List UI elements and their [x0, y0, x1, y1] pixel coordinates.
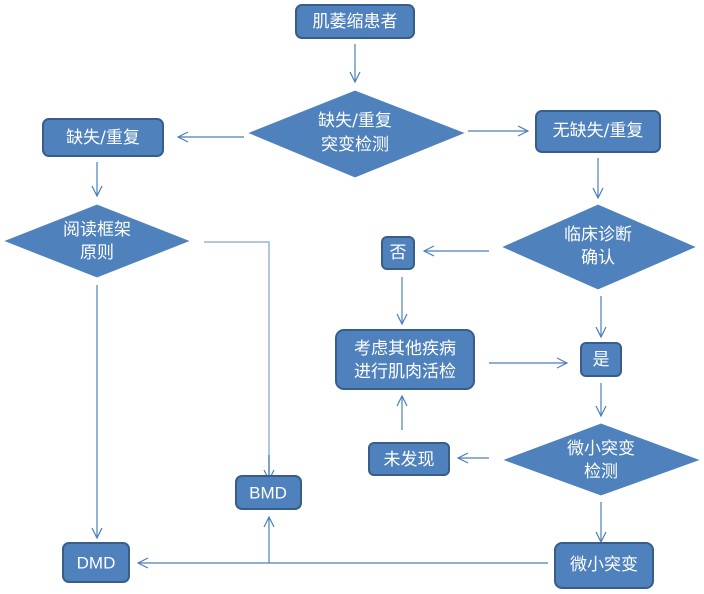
node-dmd-label: DMD [77, 554, 116, 573]
node-micro-test[interactable]: 微小突变 检测 [500, 422, 703, 497]
node-micro-label: 微小突变 [570, 555, 638, 575]
node-micro-test-line2: 检测 [584, 462, 618, 482]
node-reading-frame[interactable]: 阅读框架 原则 [1, 203, 193, 279]
node-not-found-label: 未发现 [384, 450, 435, 470]
node-bmd-label: BMD [249, 484, 287, 503]
line-frame-to-bmd [204, 241, 270, 480]
node-del-dup-test[interactable]: 缺失/重复 突变检测 [245, 89, 468, 179]
node-clinical-confirm-line2: 确认 [581, 248, 615, 268]
node-bmd[interactable]: BMD [235, 475, 302, 510]
node-dmd[interactable]: DMD [62, 542, 130, 583]
node-reading-frame-line2: 原则 [80, 243, 114, 263]
node-micro[interactable]: 微小突变 [554, 542, 654, 589]
node-start[interactable]: 肌萎缩患者 [295, 4, 415, 39]
node-consider-biopsy[interactable]: 考虑其他疾病 进行肌肉活检 [335, 329, 475, 390]
node-start-label: 肌萎缩患者 [313, 12, 398, 32]
node-del-dup[interactable]: 缺失/重复 [42, 118, 164, 157]
node-no-label: 否 [390, 243, 407, 263]
node-not-found[interactable]: 未发现 [368, 442, 450, 476]
node-consider-biopsy-line2: 进行肌肉活检 [354, 362, 456, 382]
node-del-dup-test-line2: 突变检测 [321, 135, 389, 155]
node-reading-frame-line1: 阅读框架 [63, 220, 131, 240]
node-micro-test-line1: 微小突变 [567, 439, 635, 459]
connectors [97, 44, 601, 563]
node-no[interactable]: 否 [381, 236, 415, 270]
node-yes[interactable]: 是 [580, 342, 622, 377]
node-no-del-dup-label: 无缺失/重复 [553, 121, 644, 141]
node-yes-label: 是 [593, 350, 610, 370]
node-clinical-confirm[interactable]: 临床诊断 确认 [499, 203, 699, 291]
node-del-dup-label: 缺失/重复 [66, 128, 140, 148]
node-no-del-dup[interactable]: 无缺失/重复 [535, 110, 661, 153]
node-clinical-confirm-line1: 临床诊断 [564, 225, 632, 245]
node-consider-biopsy-line1: 考虑其他疾病 [354, 339, 456, 359]
node-del-dup-test-line1: 缺失/重复 [318, 111, 392, 131]
